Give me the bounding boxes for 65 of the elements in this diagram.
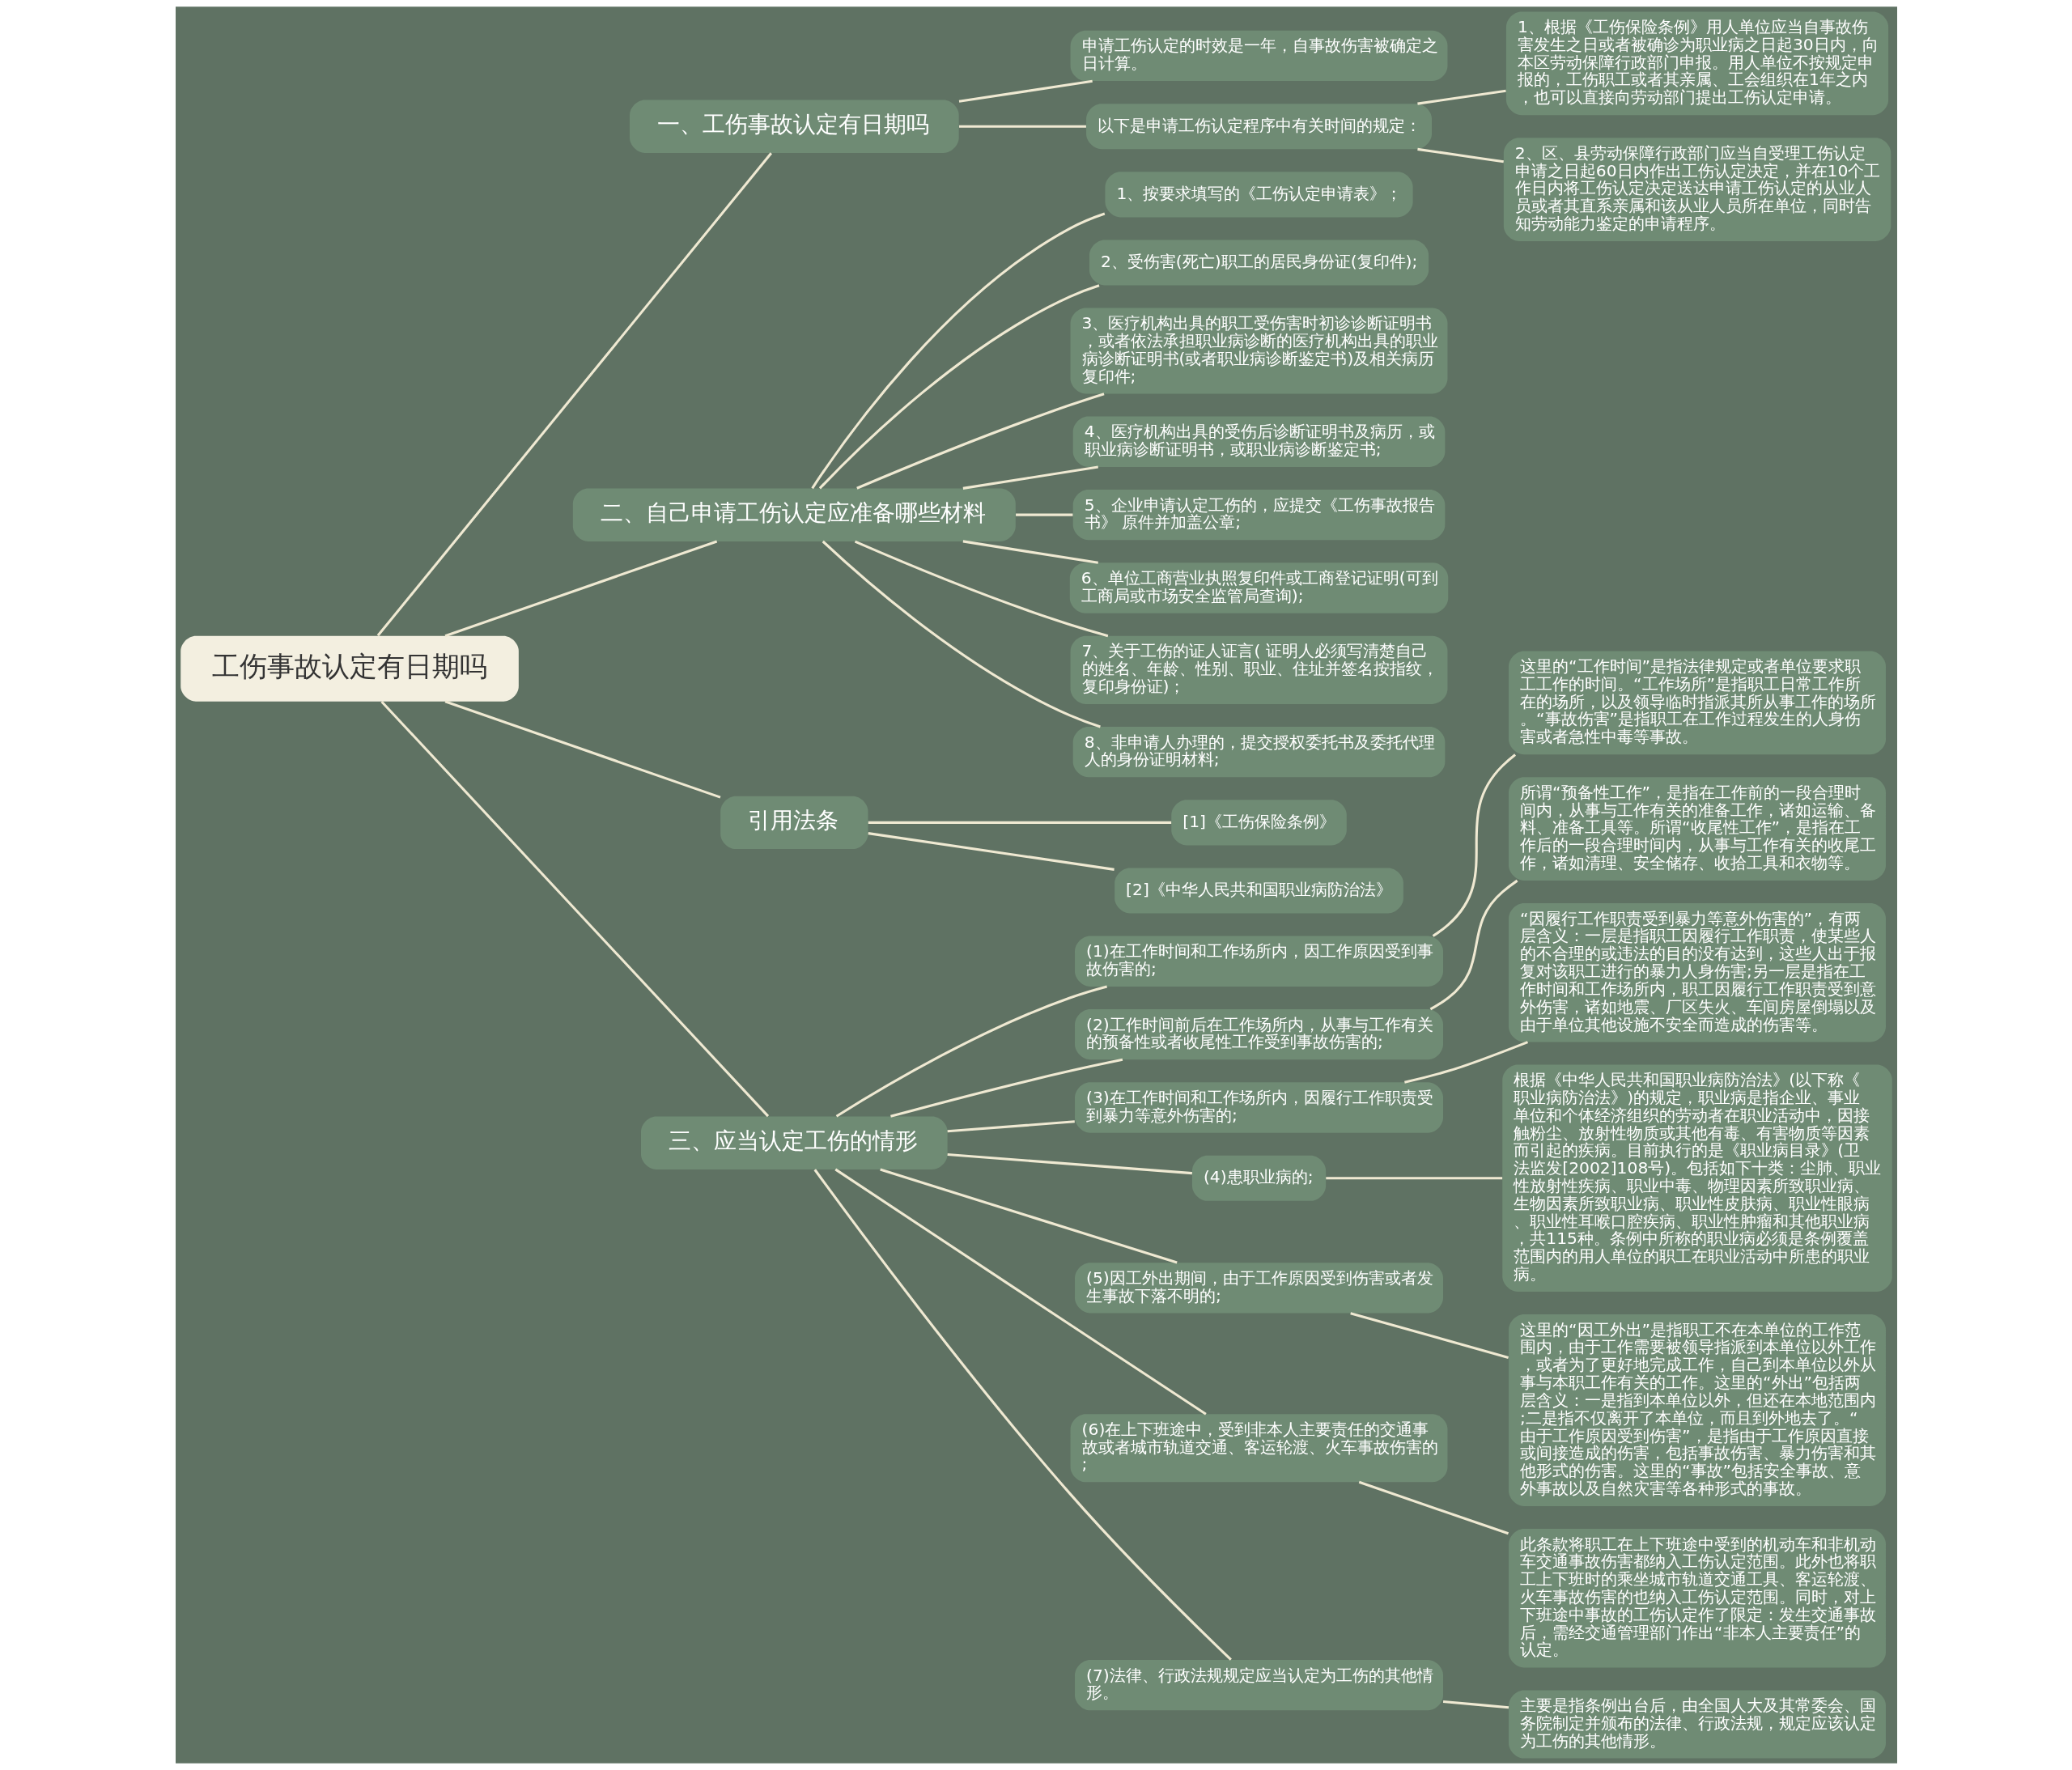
node-box: 8、非申请人办理的，提交授权委托书及委托代理人的身份证明材料; (1072, 726, 1445, 778)
node-box: 7、关于工伤的证人证言( 证明人必须写清楚自己的姓名、年龄、性别、职业、住址并签名按指纹，复印身份证)； (1070, 635, 1447, 704)
node-box: 2、区、县劳动保障行政部门应当自受理工伤认定申请之日起60日内作出工伤认定决定，并在10个工作日内将工伤认定决定送达申请工伤认定的从业人员或者其直系亲属和该从业人员所在单位，同时告知劳动能力鉴定的申请程序。 (1503, 138, 1891, 241)
connector (1416, 147, 1504, 163)
node-box: 5、企业申请认定工伤的，应提交《工伤事故报告书》 原件并加盖公章; (1072, 490, 1445, 541)
node-box: 2、受伤害(死亡)职工的居民身份证(复印件); (1089, 240, 1429, 286)
node-box: (4)患职业病的; (1191, 1155, 1326, 1201)
node-box: 这里的“因工外出”是指职工不在本单位的工作范围内，由于工作需要被领导指派到本单位以外工作，或者为了更好地完成工作，自己到本单位以外从事与本职工作有关的工作。这里的“外出”包括两层含义：一是指到本单位以外，但还在本地范围内;二是指不仅离开了本单位，而且到外地去了。“由于工作原因受到伤害”，是指由于工作原因直接或间接造成的伤害，包括事故伤害、暴力伤害和其他形式的伤害。这里的“事故”包括安全事故、意外事故以及自然灾害等各种形式的事故。 (1508, 1314, 1886, 1506)
connector (1358, 1480, 1509, 1535)
node-box: 三、应当认定工伤的情形 (640, 1116, 948, 1169)
connector (958, 125, 1086, 128)
connector (868, 832, 1115, 871)
node-box: (3)在工作时间和工作场所内，因履行工作职责受到暴力等意外伤害的; (1074, 1082, 1443, 1133)
node-box: (5)因工外出期间，由于工作原因受到伤害或者发生事故下落不明的; (1074, 1263, 1443, 1314)
connector (380, 700, 769, 1118)
node-box: 4、医疗机构出具的受伤后诊断证明书及病历，或职业病诊断证明书，或职业病诊断鉴定书; (1072, 416, 1445, 467)
node-box: 1、按要求填写的《工伤认定申请表》； (1104, 172, 1413, 218)
node-box: 主要是指条例出台后，由全国人大及其常委会、国务院制定并颁布的法律、行政法规，规定应该认定为工伤的其他情形。 (1508, 1690, 1886, 1759)
connector (810, 212, 1105, 490)
connector (947, 1152, 1192, 1175)
node-box: 工伤事故认定有日期吗 (180, 635, 519, 702)
node-box: [2]《中华人民共和国职业病防治法》 (1114, 868, 1403, 914)
connector (962, 540, 1098, 564)
node-box: 以下是申请工伤认定程序中有关时间的规定： (1085, 104, 1432, 150)
connector (1325, 1177, 1502, 1180)
node-box: “因履行工作职责受到暴力等意外伤害的”，有两层含义：一层是指职工因履行工作职责，使某些人的不合理的或违法的目的没有达到，这些人出于报复对该职工进行的暴力人身伤害;另一层是指在工作时间和工作场所内，职工因履行工作职责受到意外伤害，诸如地震、厂区失火、车间房屋倒塌以及由于单位其他设施不安全而造成的伤害等。 (1508, 903, 1886, 1042)
connector (822, 540, 1101, 728)
node-box: 一、工伤事故认定有日期吗 (629, 100, 959, 153)
connector (376, 152, 772, 637)
node-box: 引用法条 (720, 796, 868, 850)
node-box: 1、根据《工伤保险条例》用人单位应当自事故伤害发生之日或者被确诊为职业病之日起30日内，向本区劳动保障行政部门申报。用人单位不按规定申报的，工伤职工或者其亲属、工会组织在1年之内，也可以直接向劳动部门提出工伤认定申请。 (1505, 11, 1888, 116)
connector (1349, 1312, 1509, 1359)
node-box: (1)在工作时间和工作场所内，因工作原因受到事故伤害的; (1074, 936, 1443, 987)
node-box: 申请工伤认定的时效是一年，自事故伤害被确定之日计算。 (1070, 30, 1447, 82)
node-box: (7)法律、行政法规规定应当认定为工伤的其他情形。 (1074, 1660, 1443, 1711)
connector (1432, 753, 1516, 937)
node-box: (2)工作时间前后在工作场所内，从事与工作有关的预备性或者收尾性工作受到事故伤害的; (1074, 1009, 1443, 1060)
connector (813, 1169, 1232, 1661)
connector (890, 1058, 1123, 1118)
connector (1442, 1700, 1509, 1709)
connector (834, 1168, 1207, 1416)
connector (1416, 89, 1506, 105)
connector (835, 985, 1107, 1118)
node-box: 6、单位工商营业执照复印件或工商登记证明(可到工商局或市场安全监管局查询); (1069, 562, 1448, 613)
node-box: 3、医疗机构出具的职工受伤害时初诊诊断证明书，或者依法承担职业病诊断的医疗机构出具的职业病诊断证明书(或者职业病诊断鉴定书)及相关病历复印件; (1070, 308, 1447, 394)
node-box: 根据《中华人民共和国职业病防治法》(以下称《职业病防治法》)的规定，职业病是指企业、事业单位和个体经济组织的劳动者在职业活动中，因接触粉尘、放射性物质或其他有毒、有害物质等因素而引起的疾病。目前执行的是《职业病目录》(卫法监发[2002]108号)。包括如下十类：尘肺、职业性放射性疾病、职业中毒、物理因素所致职业病、生物因素所致职业病、职业性皮肤病、职业性眼病、职业性耳喉口腔疾病、职业性肿瘤和其他职业病，共115种。条例中所称的职业病必须是条例覆盖范围内的用人单位的职工在职业活动中所患的职业病。 (1501, 1064, 1892, 1292)
node-box: (6)在上下班途中，受到非本人主要责任的交通事故或者城市轨道交通、客运轮渡、火车事故伤害的; (1070, 1414, 1447, 1483)
connector (854, 540, 1108, 638)
connector (962, 465, 1098, 490)
node-box: 此条款将职工在上下班途中受到的机动车和非机动车交通事故伤害都纳入工伤认定范围。此外也将职工上下班时的乘坐城市轨道交通工具、客运轮渡、火车事故伤害的也纳入工伤认定范围。同时，对上下班途中事故的工伤认定作了限定：发生交通事故后，需经交通管理部门作出“非本人主要责任”的认定。 (1508, 1529, 1886, 1668)
connector (868, 821, 1171, 824)
connector (958, 79, 1093, 103)
connector (444, 540, 717, 638)
node-box: 这里的“工作时间”是指法律规定或者单位要求职工工作的时间。“工作场所”是指职工日常工作所在的场所，以及领导临时指派其所从事工作的场所。“事故伤害”是指职工在工作过程发生的人身伤害或者急性中毒等事故。 (1508, 651, 1886, 755)
node-box: 二、自己申请工伤认定应准备哪些材料 (572, 488, 1016, 541)
connector (947, 1120, 1075, 1133)
node-box: 所谓“预备性工作”，是指在工作前的一段合理时间内，从事与工作有关的准备工作，诸如运输、备料、准备工具等。所谓“收尾性工作”，是指在工作后的一段合理时间内，从事与工作有关的收尾工作，诸如清理、安全储存、收拾工具和衣物等。 (1508, 777, 1886, 881)
connector (444, 700, 720, 799)
connector (1015, 513, 1072, 516)
connector (856, 393, 1104, 490)
node-box: [1]《工伤保险条例》 (1170, 800, 1347, 846)
connector (879, 1168, 1178, 1264)
connector (1429, 879, 1518, 1011)
connector (1403, 1041, 1528, 1084)
connector (818, 284, 1099, 490)
